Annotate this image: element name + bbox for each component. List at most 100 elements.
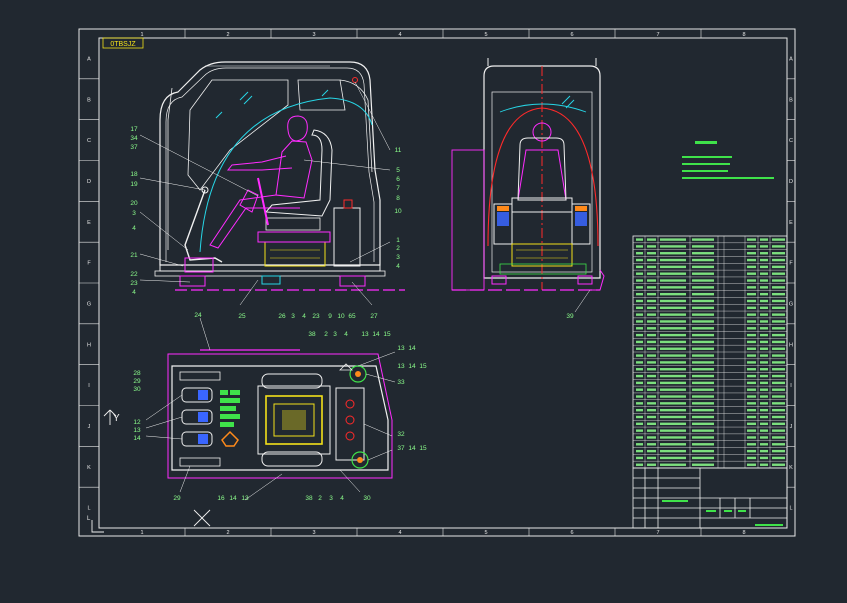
bom-cell-mark [647, 374, 656, 378]
bom-cell-mark [760, 333, 768, 337]
bom-cell-mark [660, 286, 686, 289]
bom-cell-mark [647, 368, 656, 371]
left-console-front [493, 203, 513, 245]
plan-callout-label: 29 [133, 378, 141, 385]
front-clearance-arc [487, 107, 599, 247]
plan-callout-label: 15 [419, 445, 427, 452]
armrest-top [261, 373, 323, 389]
front-cab-outline [483, 65, 601, 279]
pedal-row-top [179, 371, 221, 381]
plan-callout-label: 13 [397, 363, 405, 370]
bom-cell-mark [772, 408, 785, 412]
zone-row-left-L: L [87, 506, 90, 512]
component-top-right-inner [355, 371, 361, 377]
note-line-2 [682, 163, 730, 165]
side-callout-label: 4 [132, 289, 136, 296]
bom-cell-mark [660, 272, 686, 275]
bom-cell-mark [636, 381, 643, 385]
bom-cell-mark [660, 429, 686, 432]
bom-cell-mark [760, 443, 768, 446]
bom-cell-mark [747, 252, 756, 255]
bom-cell-mark [760, 388, 768, 391]
plan-callout-label: 32 [397, 431, 405, 438]
bom-cell-mark [772, 258, 785, 262]
bom-cell-mark [747, 463, 756, 466]
bom-cell-mark [660, 265, 686, 269]
bom-cell-mark [660, 333, 686, 337]
front-glass-mark-2 [565, 99, 575, 109]
bom-cell-mark [692, 292, 714, 296]
plan-callout-label: 13 [397, 345, 405, 352]
bom-cell-mark [692, 333, 714, 337]
bom-cell-mark [772, 381, 785, 385]
bom-cell-mark [772, 374, 785, 378]
bom-cell-mark [760, 286, 768, 289]
side-callout-label: 2 [396, 245, 400, 252]
title-block-text-marks [662, 500, 783, 526]
bom-cell-mark [772, 347, 785, 350]
bom-cell-mark [772, 463, 785, 466]
bom-cell-mark [660, 463, 686, 466]
plan-callout-label: 30 [133, 386, 141, 393]
bom-cell-mark [636, 415, 643, 419]
plan-callout-label: 4 [340, 495, 344, 502]
bom-cell-mark [747, 429, 756, 432]
bom-cell-mark [647, 449, 656, 453]
bom-cell-mark [660, 306, 686, 310]
bom-cell-mark [747, 286, 756, 289]
side-callout-label: 4 [302, 313, 306, 320]
plan-callout-label: 2 [324, 331, 328, 338]
bom-cell-mark [660, 422, 686, 426]
bom-cell-mark [747, 361, 756, 364]
seat-suspension [264, 241, 326, 267]
bom-cell-mark [747, 422, 756, 426]
bom-cell-mark [772, 272, 785, 275]
bom-cell-mark [747, 368, 756, 371]
bom-cell-mark [647, 436, 656, 439]
bom-cell-mark [647, 395, 656, 398]
mid-mount [261, 275, 281, 285]
bom-cell-mark [692, 313, 714, 316]
rear-window [297, 79, 346, 111]
bom-cell-mark [660, 402, 686, 405]
bom-cell-mark [747, 456, 756, 460]
bom-cell-mark [647, 272, 656, 275]
zone-row-right-L: L [789, 506, 792, 512]
zone-row-right-I: I [790, 383, 792, 389]
ucs-y-label: Y [113, 413, 120, 424]
bom-cell-mark [636, 436, 643, 439]
zone-col-bottom-6: 6 [570, 530, 573, 536]
side-callout-label: 4 [396, 263, 400, 270]
bom-cell-mark [647, 422, 656, 426]
bom-cell-mark [647, 265, 656, 269]
console-knob-3 [345, 431, 355, 441]
component-bottom-right-inner [357, 457, 363, 463]
side-callout-label: 5 [396, 167, 400, 174]
bom-cell-mark [636, 449, 643, 453]
bom-cell-mark [647, 388, 656, 391]
bom-cell-mark [636, 258, 643, 262]
bom-cell-mark [647, 333, 656, 337]
bom-cell-mark [647, 347, 656, 350]
zone-row-left-G: G [87, 301, 91, 307]
bom-cell-mark [747, 374, 756, 378]
bill-of-materials-table [632, 235, 788, 469]
bom-cell-mark [747, 449, 756, 453]
zone-row-left-B: B [87, 97, 91, 103]
front-side-step [578, 269, 605, 291]
bom-cell-mark [660, 368, 686, 371]
zone-col-bottom-1: 1 [140, 530, 143, 536]
bom-cell-mark [647, 313, 656, 316]
side-callout-label: 23 [312, 313, 320, 320]
bom-cell-mark [660, 374, 686, 378]
note-line-1 [682, 156, 732, 158]
bom-cell-mark [636, 279, 643, 282]
side-callout-label: 3 [291, 313, 295, 320]
bom-cell-mark [747, 279, 756, 282]
side-callout-label: 6 [396, 176, 400, 183]
zone-col-top-6: 6 [570, 32, 573, 38]
l-bracket [91, 520, 104, 533]
bom-cell-mark [760, 449, 768, 453]
bom-cell-mark [692, 299, 714, 303]
